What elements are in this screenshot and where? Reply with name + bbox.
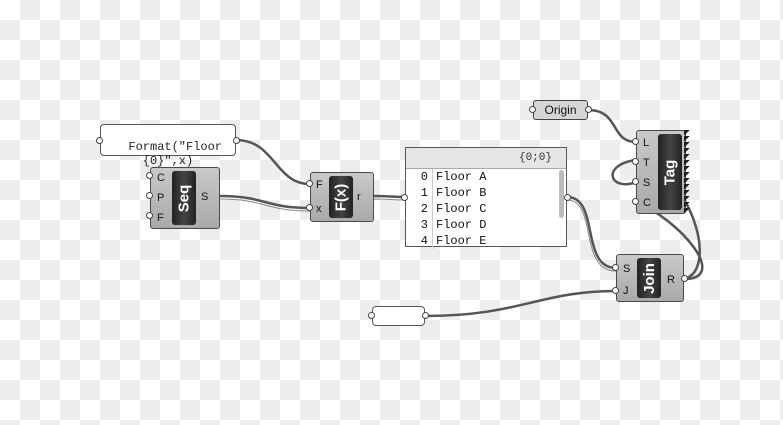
join-grip-r[interactable] [681, 275, 688, 282]
tag-grip-c[interactable] [632, 198, 639, 205]
list-value: Floor E [432, 233, 486, 249]
join-grip-j[interactable] [612, 287, 619, 294]
series-grip-p[interactable] [146, 192, 153, 199]
wire-seq-to-fx [219, 194, 311, 210]
wire-seq-to-fx-2 [219, 198, 311, 212]
series-grip-f[interactable] [146, 212, 153, 219]
series-input-p[interactable]: P [157, 192, 165, 204]
expression-output-r[interactable]: r [357, 191, 361, 203]
list-value: Floor B [432, 185, 486, 201]
tag-input-t[interactable]: T [643, 157, 650, 169]
format-panel-input-grip[interactable] [96, 137, 103, 144]
list-index: 3 [420, 218, 428, 232]
origin-label: Origin [544, 103, 577, 117]
wire-origin-to-tag [587, 108, 637, 144]
tag-grip-s[interactable] [632, 178, 639, 185]
expression-component[interactable]: F x F(x) r [310, 172, 374, 222]
join-input-s[interactable]: S [623, 263, 631, 275]
series-output-s[interactable]: S [201, 191, 209, 203]
tag-component[interactable]: L T S C Tag [636, 130, 686, 214]
list-output-panel[interactable]: {0;0} 0 Floor A 1 Floor B 2 Floor C 3 Fl… [405, 147, 567, 249]
wire-format-to-fx [235, 138, 311, 186]
join-input-j[interactable]: J [623, 285, 629, 297]
list-index: 4 [420, 234, 428, 248]
expression-title: F(x) [329, 176, 353, 218]
series-grip-c[interactable] [146, 172, 153, 179]
wire-join-loop [611, 158, 637, 186]
list-scrollbar[interactable] [559, 170, 564, 218]
list-value: Floor A [432, 169, 486, 185]
list-item: 0 Floor A [406, 169, 566, 185]
series-component[interactable]: C P F Seq S [150, 167, 220, 229]
expression-grip-f[interactable] [306, 180, 313, 187]
wire-list-to-join [566, 195, 617, 270]
separator-output-grip[interactable] [422, 312, 429, 319]
origin-parameter[interactable]: Origin [533, 100, 588, 120]
tag-title: Tag [658, 134, 682, 210]
tag-input-c[interactable]: C [643, 197, 651, 209]
wire-list-to-join-2 [566, 199, 617, 272]
tag-output-edge [684, 130, 690, 214]
tag-input-l[interactable]: L [643, 137, 650, 149]
list-path-header: {0;0} [406, 148, 566, 169]
list-item: 4 Floor E [406, 233, 566, 249]
join-output-r[interactable]: R [667, 274, 675, 286]
list-value: Floor C [432, 201, 486, 217]
expression-input-x[interactable]: x [316, 203, 322, 215]
origin-input-grip[interactable] [529, 106, 536, 113]
list-index: 2 [420, 202, 428, 216]
join-title: Join [637, 258, 661, 298]
tag-input-s[interactable]: S [643, 177, 651, 189]
separator-input-grip[interactable] [368, 312, 375, 319]
list-value: Floor D [432, 217, 486, 233]
list-input-grip[interactable] [401, 194, 408, 201]
join-component[interactable]: S J Join R [616, 254, 684, 302]
expression-input-f[interactable]: F [316, 179, 323, 191]
tag-grip-t[interactable] [632, 158, 639, 165]
wire-empty-to-join [424, 289, 617, 318]
format-expression-panel[interactable]: Format("Floor {0}",x) [100, 124, 236, 168]
list-item: 1 Floor B [406, 185, 566, 201]
series-title: Seq [172, 171, 196, 225]
origin-output-grip[interactable] [585, 106, 592, 113]
list-index: 1 [420, 186, 428, 200]
list-item: 2 Floor C [406, 201, 566, 217]
format-expression-text: Format("Floor {0}",x) [128, 140, 223, 168]
series-input-c[interactable]: C [157, 172, 165, 184]
separator-panel[interactable] [372, 306, 425, 326]
list-output-grip[interactable] [564, 194, 571, 201]
list-item: 3 Floor D [406, 217, 566, 233]
expression-grip-x[interactable] [306, 204, 313, 211]
format-panel-output-grip[interactable] [233, 137, 240, 144]
tag-grip-l[interactable] [632, 138, 639, 145]
list-index: 0 [420, 170, 428, 184]
series-input-f[interactable]: F [157, 212, 164, 224]
join-grip-s[interactable] [612, 264, 619, 271]
